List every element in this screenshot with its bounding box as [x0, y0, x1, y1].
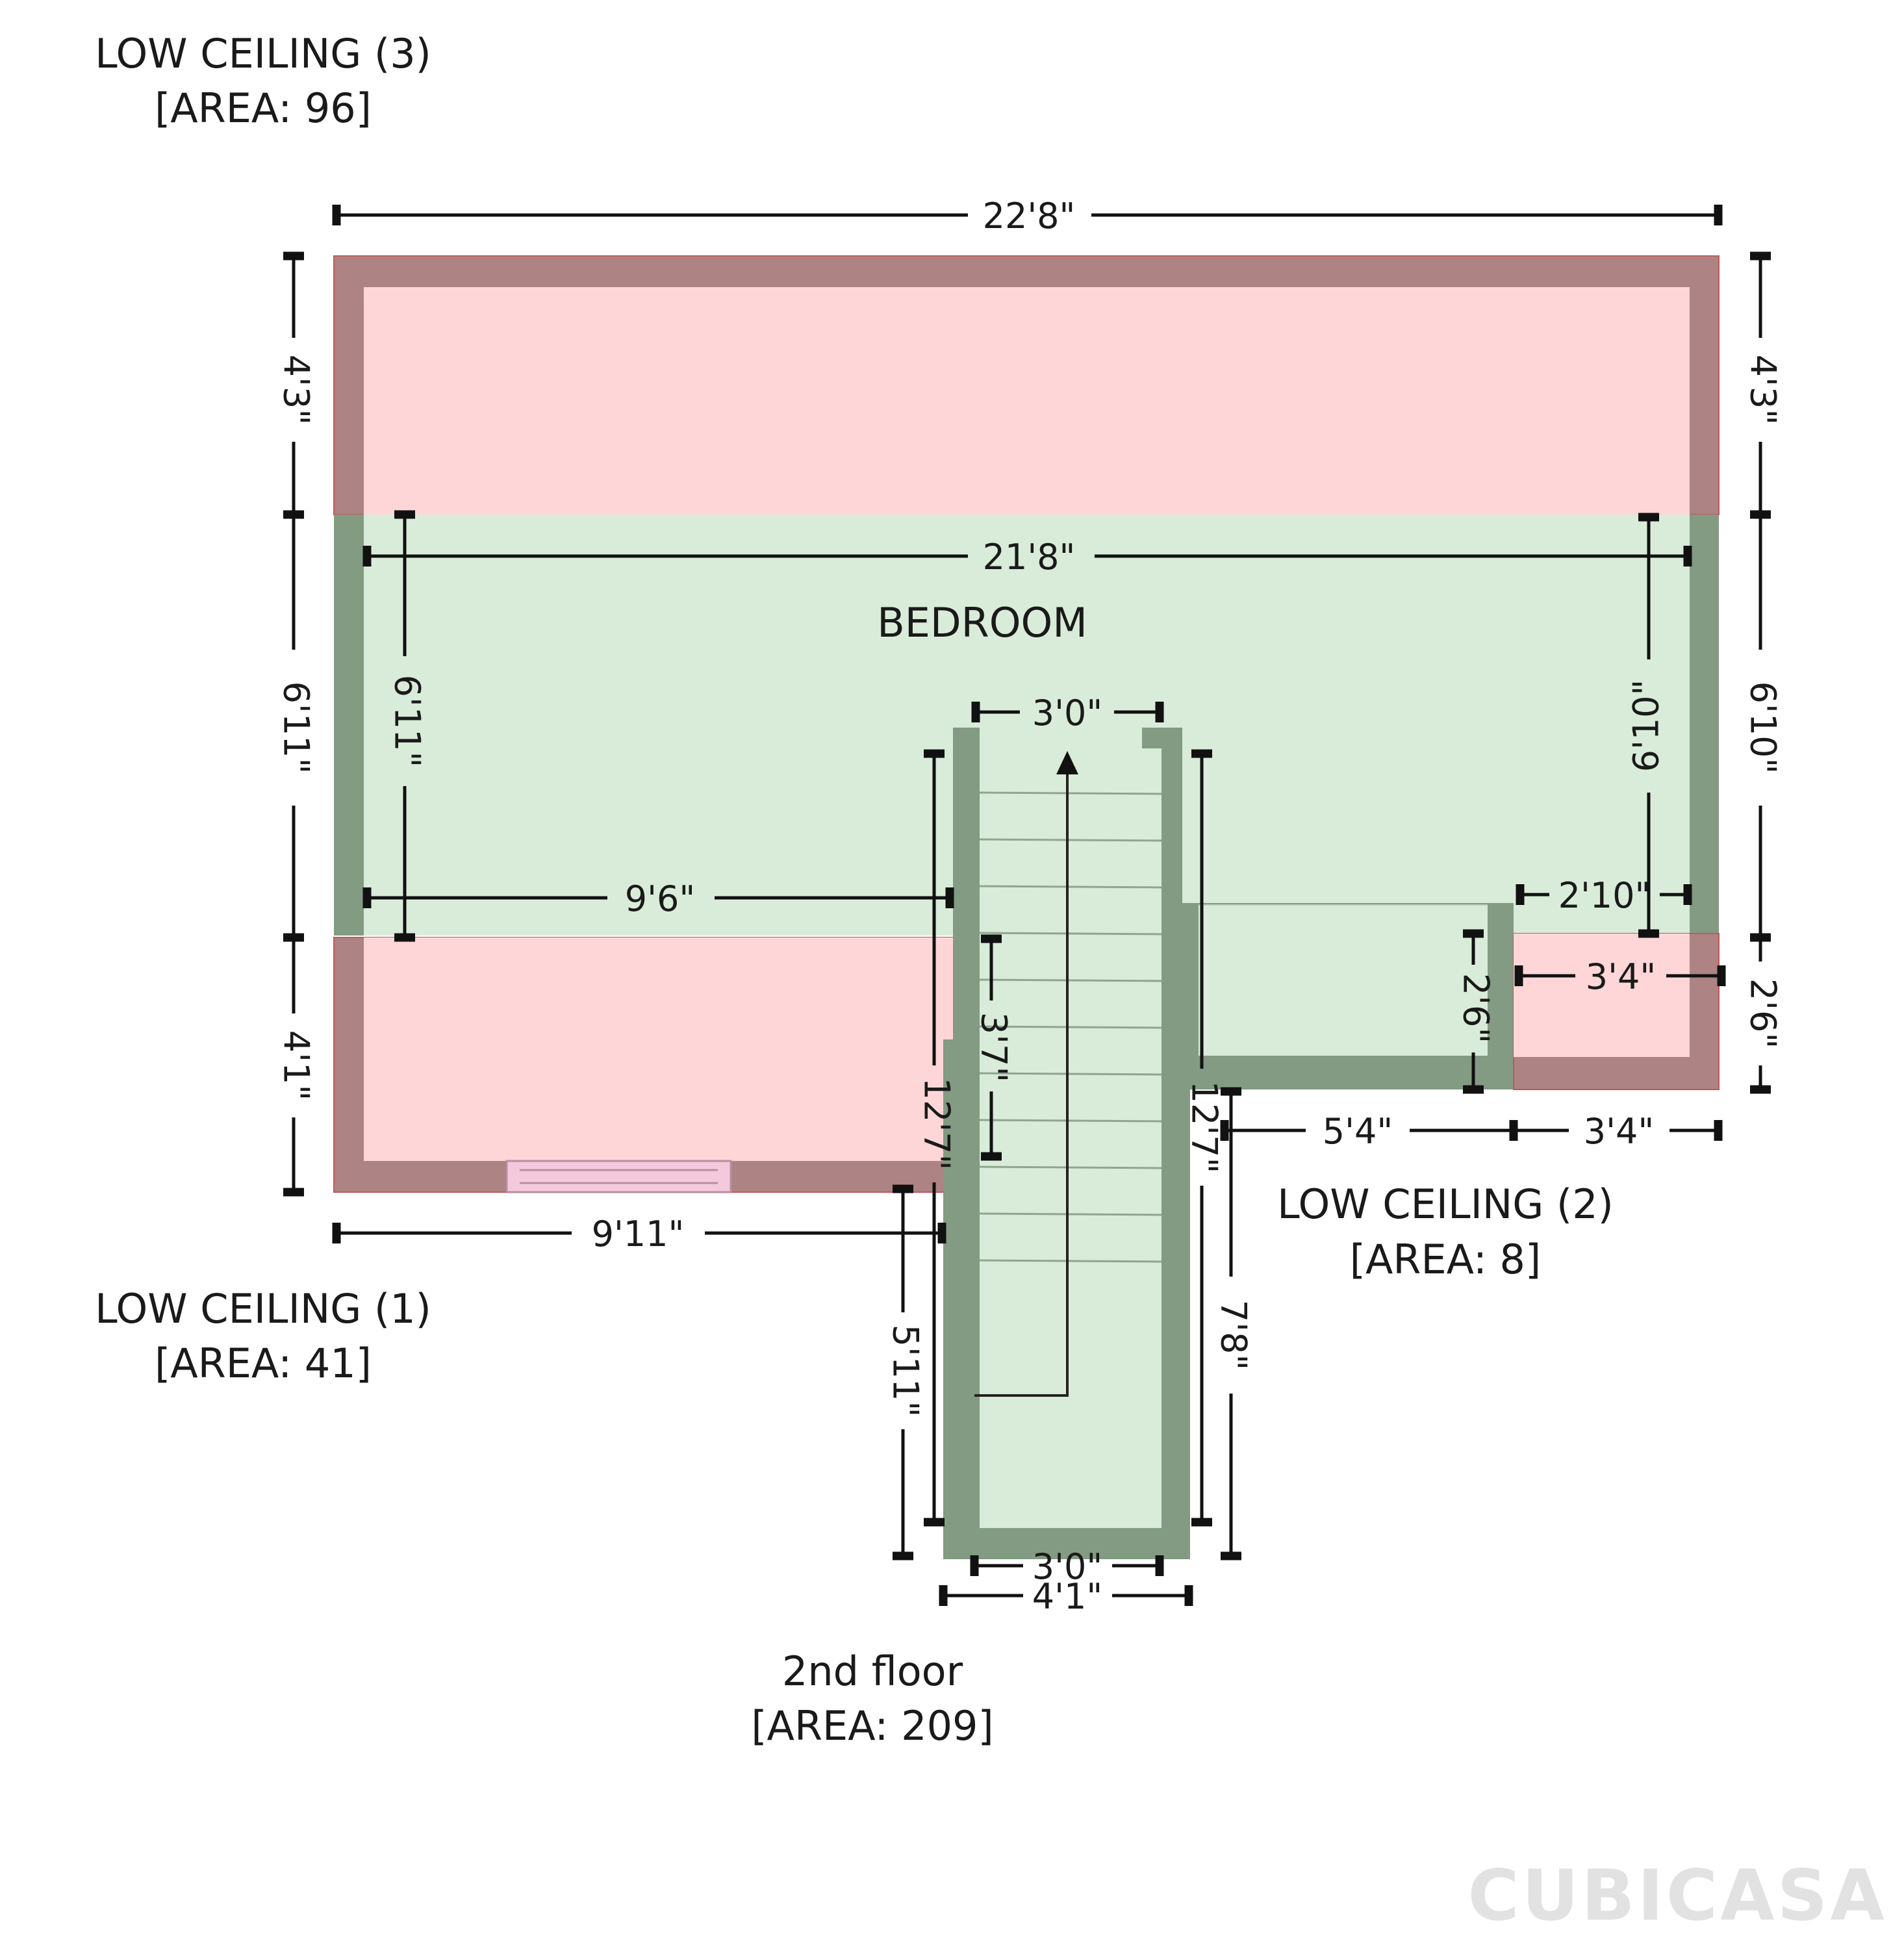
dim-left-upper: 4'3" [275, 355, 316, 425]
stair-tread [979, 1072, 1162, 1076]
stair-tread [979, 1259, 1162, 1263]
floor-name: 2nd floor [782, 1648, 963, 1695]
stair-direction-arrow [974, 751, 1078, 1397]
dim-right-middle: 6'10" [1742, 682, 1783, 774]
dim-stair-lower-left: 5'11" [885, 1325, 926, 1418]
stair-tread [979, 885, 1162, 889]
dim-left-lower: 4'1" [275, 1030, 316, 1101]
dimension-lines [283, 205, 1771, 1606]
dim-stair-bottom-outer: 4'1" [1032, 1576, 1102, 1617]
staircase [943, 728, 1190, 1559]
stair-tread [979, 1212, 1162, 1216]
dim-bedroom-width: 21'8" [983, 537, 1076, 578]
dim-notch-height: 2'6" [1455, 973, 1496, 1043]
dim-stair-inner-height: 3'7" [973, 1012, 1014, 1082]
dim-stair-bottom-inner: 3'0" [1032, 1546, 1102, 1587]
stair-tread [979, 1025, 1162, 1029]
dim-stair-right-height: 12'7" [1184, 1081, 1225, 1174]
low-ceiling-3-area [333, 255, 1720, 515]
low-ceiling-1-area [333, 937, 954, 1193]
low-ceiling-3-name: LOW CEILING (3) [95, 30, 431, 77]
dim-notch-width: 2'10" [1558, 875, 1651, 916]
dim-right-lower: 2'6" [1742, 978, 1783, 1049]
stair-tread [979, 1119, 1162, 1123]
dim-left-middle: 6'11" [275, 682, 316, 774]
floor-area-label: [AREA: 209] [751, 1702, 993, 1750]
stair-tread [979, 978, 1162, 982]
dim-stair-lower-right: 7'8" [1213, 1300, 1254, 1370]
dimension-labels: 22'8" 4'3" 4'3" 6'11" 6'10" 4'1" 2'6" 21… [275, 196, 1783, 1617]
notch-room [1180, 903, 1514, 1089]
stair-tread [979, 838, 1162, 842]
room-labels: LOW CEILING (3) [AREA: 96] BEDROOM LOW C… [95, 30, 1614, 1750]
dim-lower-left-width: 9'11" [592, 1214, 685, 1255]
dim-stair-top-width: 3'0" [1032, 693, 1102, 733]
window [505, 1160, 732, 1193]
low-ceiling-1-area-label: [AREA: 41] [155, 1340, 372, 1387]
brand-logo: CUBICASA [1467, 1855, 1887, 1937]
dim-right-upper: 4'3" [1742, 355, 1783, 425]
dim-bedroom-left-width: 9'6" [625, 878, 695, 919]
stair-tread [979, 791, 1162, 795]
low-ceiling-1-name: LOW CEILING (1) [95, 1285, 431, 1332]
dim-bedroom-right-height: 6'10" [1626, 680, 1667, 772]
low-ceiling-2-name: LOW CEILING (2) [1277, 1180, 1614, 1228]
stair-tread [979, 1166, 1162, 1169]
low-ceiling-2-area [1513, 933, 1720, 1090]
low-ceiling-2-area-label: [AREA: 8] [1350, 1236, 1541, 1283]
dim-stair-left-height: 12'7" [916, 1078, 957, 1171]
dim-lc2-bottom-width: 3'4" [1584, 1111, 1654, 1152]
low-ceiling-3-area-label: [AREA: 96] [155, 84, 372, 132]
dim-bottom-mid-width: 5'4" [1323, 1111, 1393, 1152]
bedroom-label: BEDROOM [877, 599, 1087, 646]
dim-bedroom-left-height: 6'11" [387, 675, 427, 768]
dim-top-width: 22'8" [983, 196, 1076, 236]
stair-tread [979, 932, 1162, 936]
stair-treads [979, 791, 1162, 1263]
dim-lc2-inner-width: 3'4" [1586, 956, 1656, 997]
